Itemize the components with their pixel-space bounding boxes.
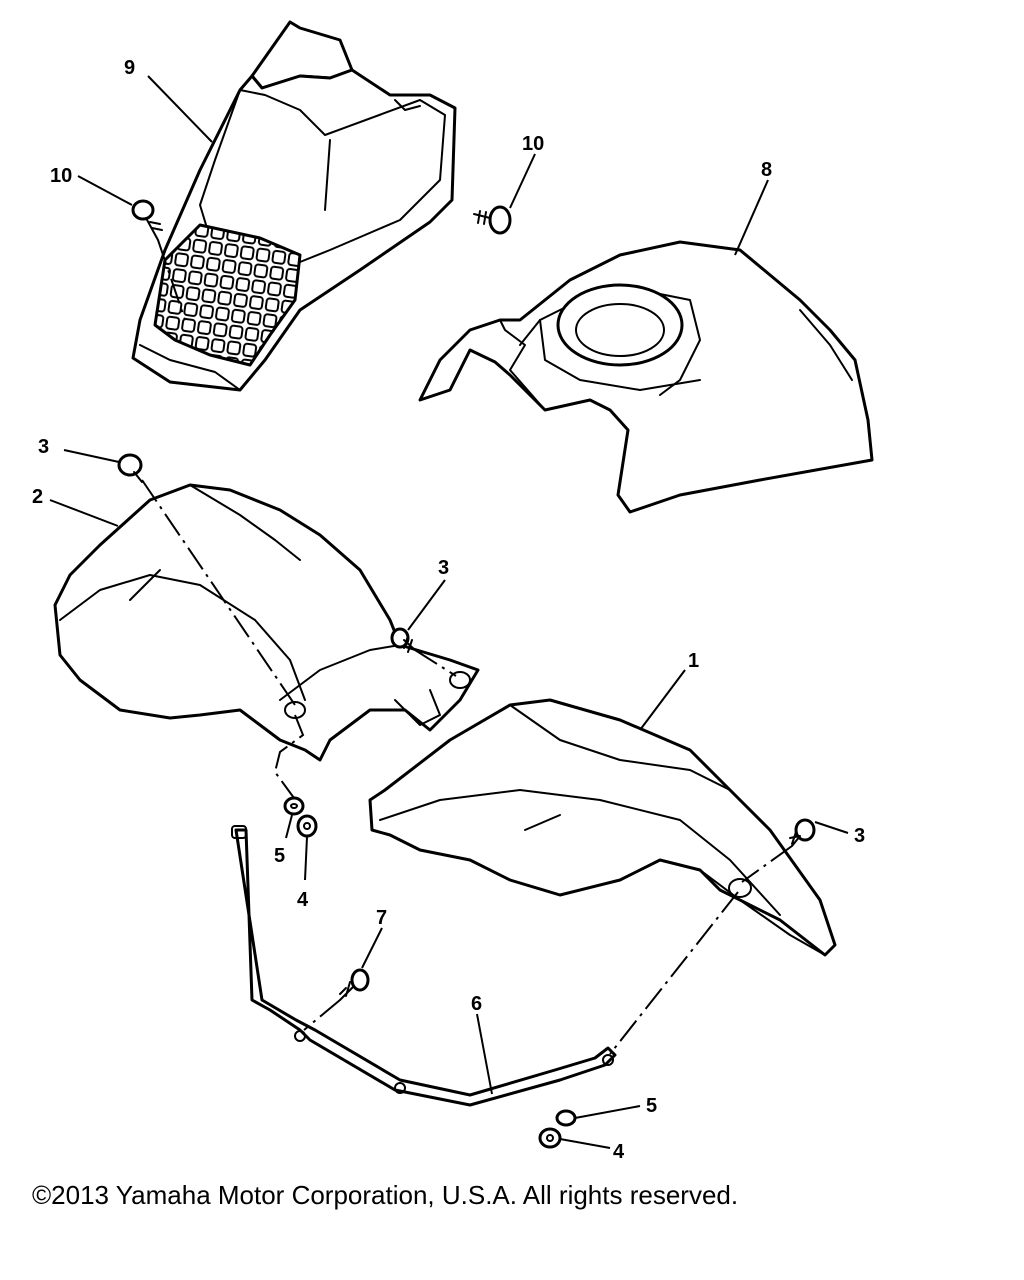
callout-1: 1 [688,650,699,672]
copyright-notice: ©2013 Yamaha Motor Corporation, U.S.A. A… [32,1180,739,1210]
callout-7: 7 [376,907,387,929]
callout-labels: 1 2 3 3 3 4 4 5 5 6 7 8 9 10 10 [32,57,865,1163]
headlight-cover [131,20,457,392]
callout-9: 9 [124,57,135,79]
tank-cover [418,240,874,514]
callout-10-left: 10 [50,165,72,187]
bolt-rear-mid [390,627,416,653]
front-fender [368,698,837,957]
assembly-lines [141,239,793,1055]
rear-fender [53,483,480,762]
callout-2: 2 [32,486,43,508]
washer-left [283,796,305,816]
stay [231,825,617,1107]
screw-right [473,205,512,235]
nut-right [538,1127,562,1149]
callout-3-rear-top: 3 [38,436,49,458]
callout-5-right: 5 [646,1095,657,1117]
screw-left [131,199,163,241]
nut-left [296,814,318,838]
callout-8: 8 [761,159,772,181]
callout-6: 6 [471,993,482,1015]
callout-10-right: 10 [522,133,544,155]
callout-4-left: 4 [297,889,309,911]
bolt-front [789,818,816,847]
leader-lines [49,75,849,1149]
callout-4-right: 4 [613,1141,625,1163]
washer-right [555,1109,577,1127]
bolt-stay [339,968,370,1001]
callout-3-front: 3 [854,825,865,847]
bolt-rear-top [117,453,143,483]
callout-3-rear-mid: 3 [438,557,449,579]
callout-5-left: 5 [274,845,285,867]
